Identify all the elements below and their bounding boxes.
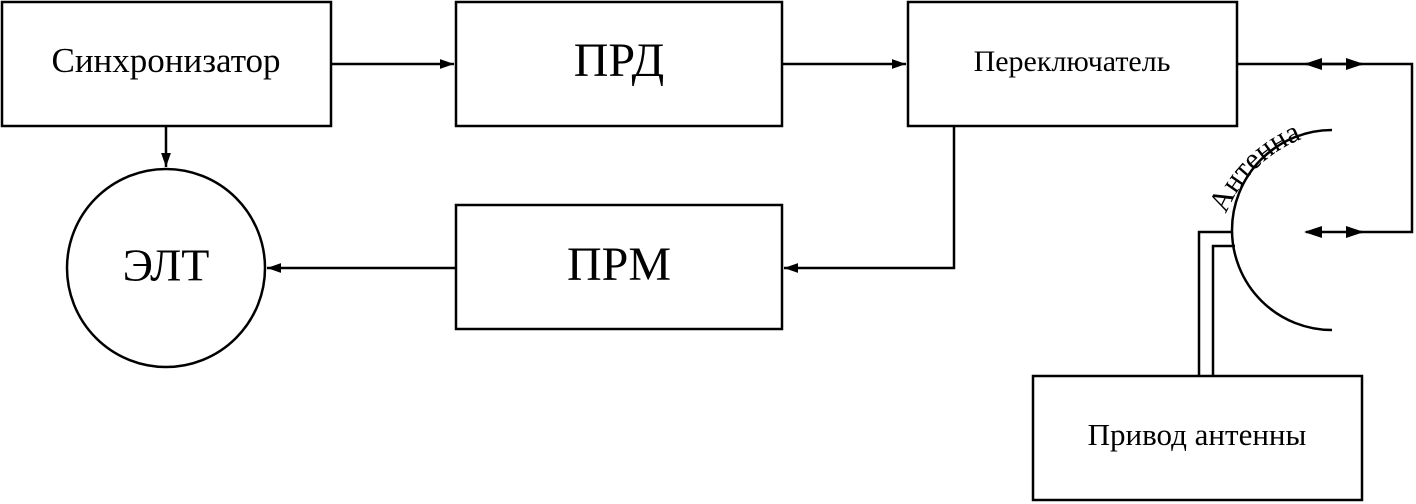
switch-block: Переключатель xyxy=(906,0,1239,128)
arrow-switch-to-receiver xyxy=(784,126,956,273)
receiver-block: ПРМ xyxy=(454,203,784,331)
synchronizer-block: Синхронизатор xyxy=(0,0,333,128)
double-arrow-top xyxy=(1304,58,1364,70)
antenna-drive-block: Привод антенны xyxy=(1031,374,1364,502)
antenna-reflector xyxy=(1230,128,1333,332)
switch-label: Переключатель xyxy=(974,45,1171,78)
transmitter-label: ПРД xyxy=(574,34,665,87)
double-arrow-bottom xyxy=(1304,226,1364,238)
antenna-label: Антенна xyxy=(1202,115,1304,217)
antenna-drive-label: Привод антенны xyxy=(1088,417,1307,452)
crt-label: ЭЛТ xyxy=(123,240,210,291)
antenna-label-text: Антенна xyxy=(1202,115,1304,217)
crt-circle: ЭЛТ xyxy=(65,167,267,369)
synchronizer-label: Синхронизатор xyxy=(51,41,280,80)
receiver-label: ПРМ xyxy=(567,238,671,291)
transmitter-block: ПРД xyxy=(454,0,784,128)
antenna-drive-shaft xyxy=(1197,230,1235,376)
